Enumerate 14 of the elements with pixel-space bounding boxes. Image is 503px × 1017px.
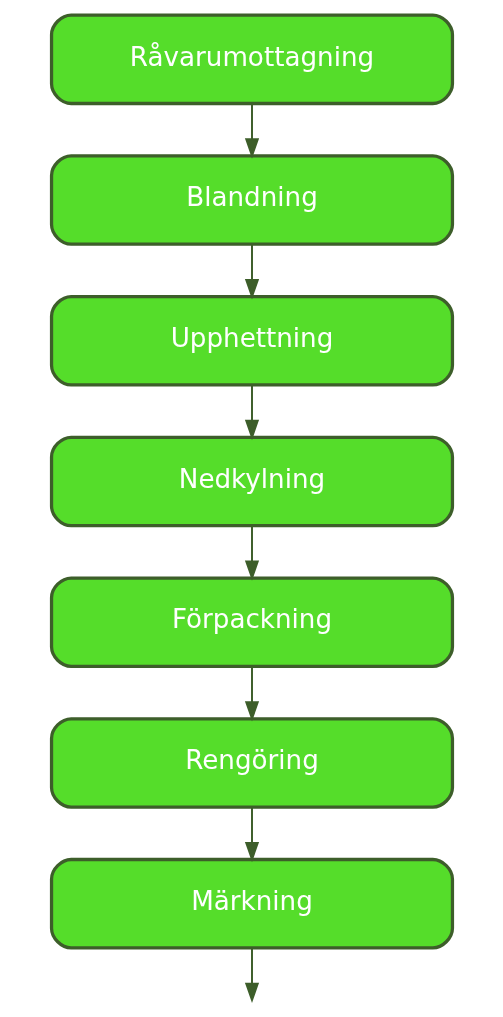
arrow [244,947,259,1004]
arrow [244,243,259,300]
node-box: Blandning [49,154,454,246]
node-box: Upphettning [49,294,454,387]
node-box: Förpackning [49,576,454,669]
node-box: Nedkylning [49,435,454,528]
arrow [244,665,259,722]
arrow [244,806,259,863]
arrow [244,384,259,441]
node-box: Rengöring [49,717,454,809]
arrow [244,102,259,159]
node-box: Märkning [49,857,454,950]
arrow [244,524,259,581]
node-box: Råvarumottagning [49,13,454,106]
